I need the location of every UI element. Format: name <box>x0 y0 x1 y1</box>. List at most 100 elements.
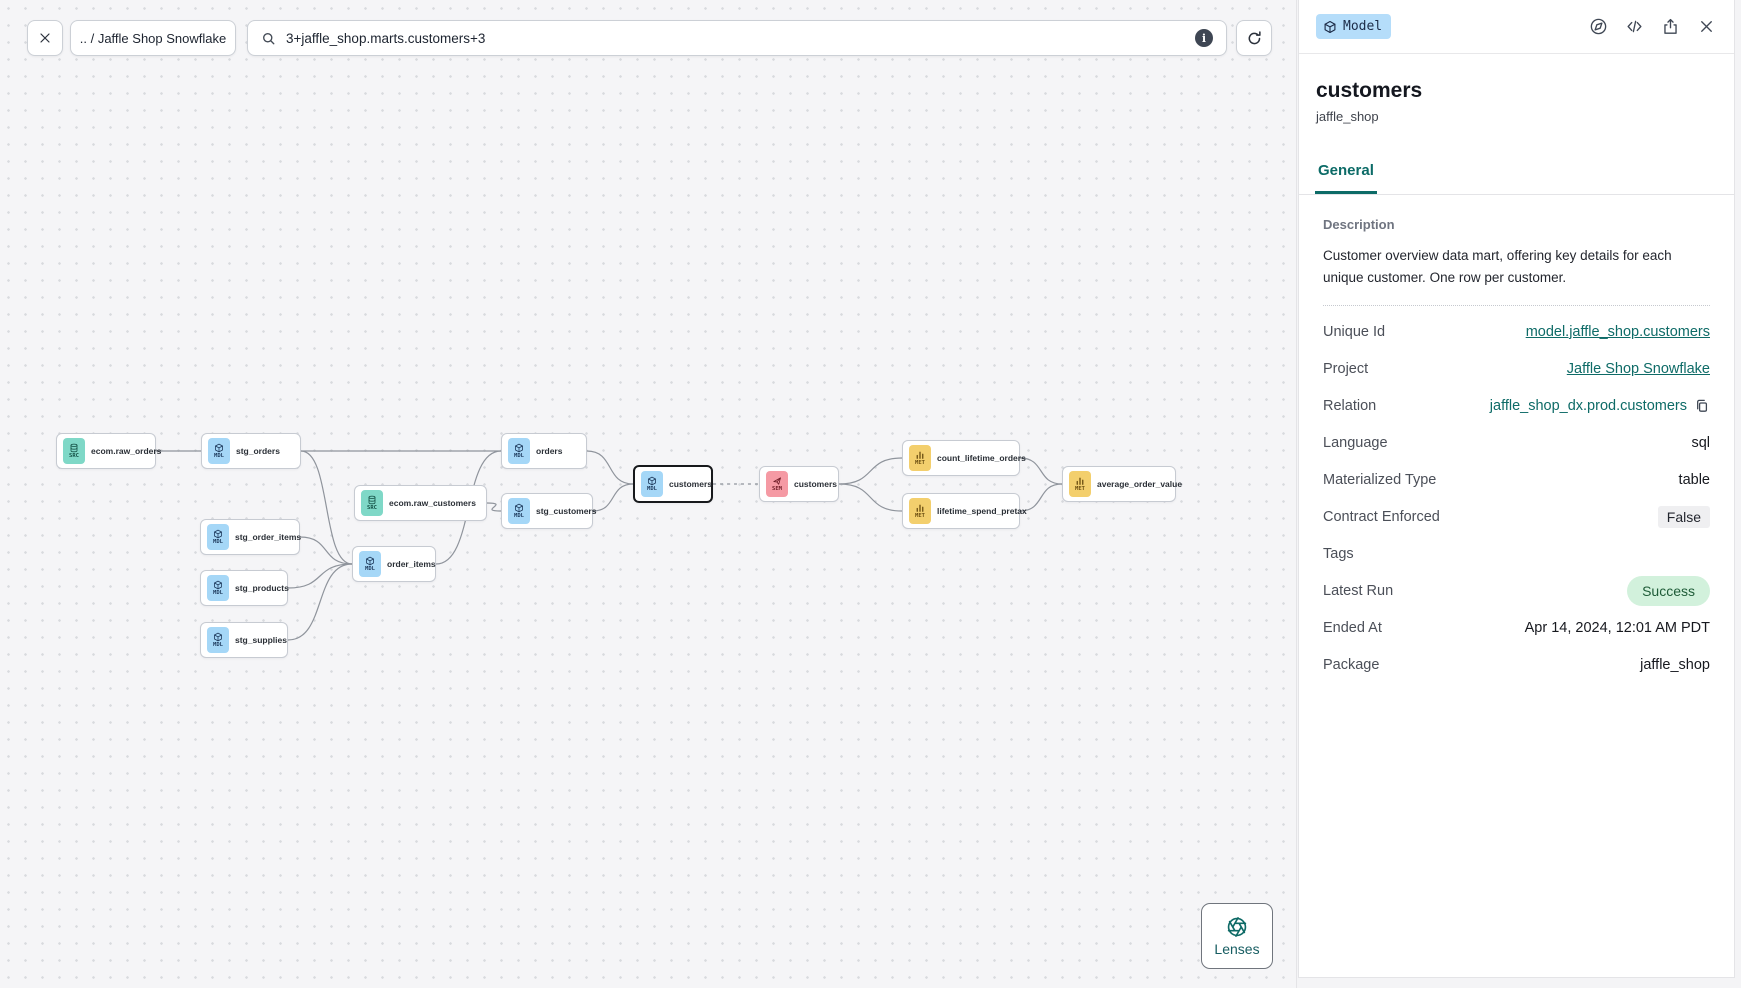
resource-type-label: Model <box>1343 19 1383 34</box>
explore-lineage-button[interactable] <box>1588 16 1609 37</box>
detail-row: Materialized Type table <box>1323 461 1710 498</box>
graph-node-stg_order_items[interactable]: MDL stg_order_items <box>200 519 302 555</box>
copy-button[interactable] <box>1694 398 1710 414</box>
detail-value: jaffle_shop_dx.prod.customers <box>1489 397 1687 414</box>
cube-icon: MDL <box>207 524 229 550</box>
node-label: stg_orders <box>236 446 280 456</box>
cube-icon: MDL <box>207 627 229 653</box>
details-panel: Model customers jaffle_shop General Desc… <box>1298 0 1735 978</box>
close-icon <box>1697 17 1716 36</box>
database-icon: SRC <box>63 438 85 464</box>
detail-label: Unique Id <box>1323 323 1386 340</box>
compass-icon <box>1589 17 1608 36</box>
detail-link[interactable]: Jaffle Shop Snowflake <box>1566 360 1710 377</box>
view-code-button[interactable] <box>1624 16 1645 37</box>
detail-label: Materialized Type <box>1323 471 1437 488</box>
graph-node-stg_supplies[interactable]: MDL stg_supplies <box>200 622 288 658</box>
detail-label: Project <box>1323 360 1369 377</box>
panel-tabs: General <box>1299 151 1734 195</box>
lenses-label: Lenses <box>1214 940 1260 957</box>
metric-icon: MET <box>909 445 931 471</box>
resource-type-badge: Model <box>1316 14 1392 39</box>
close-lineage-button[interactable] <box>27 20 63 56</box>
cube-icon: MDL <box>359 551 381 577</box>
node-label: ecom.raw_orders <box>91 446 162 456</box>
code-icon <box>1625 17 1644 36</box>
detail-row: Relation jaffle_shop_dx.prod.customers <box>1323 387 1710 424</box>
detail-row: Unique Id model.jaffle_shop.customers <box>1323 313 1710 350</box>
tab-general[interactable]: General <box>1315 151 1377 194</box>
page-subtitle: jaffle_shop <box>1316 109 1379 124</box>
breadcrumb[interactable]: .. / Jaffle Shop Snowflake <box>70 20 236 56</box>
detail-label: Relation <box>1323 397 1377 414</box>
semantic-icon: SEM <box>766 471 788 497</box>
lenses-button[interactable]: Lenses <box>1201 903 1273 969</box>
cube-icon: MDL <box>208 438 230 464</box>
status-badge: Success <box>1627 575 1710 606</box>
graph-node-stg_customers[interactable]: MDL stg_customers <box>501 493 597 529</box>
lineage-search-bar[interactable]: i <box>247 20 1227 56</box>
graph-node-stg_products[interactable]: MDL stg_products <box>200 570 289 606</box>
graph-node-average_order_value[interactable]: MET average_order_value <box>1062 466 1182 502</box>
info-icon[interactable]: i <box>1195 29 1213 47</box>
close-icon <box>37 30 53 46</box>
graph-node-count_lifetime_orders[interactable]: MET count_lifetime_orders <box>902 440 1026 476</box>
graph-node-lifetime_spend_pretax[interactable]: MET lifetime_spend_pretax <box>902 493 1027 529</box>
node-label: stg_order_items <box>235 532 302 542</box>
node-label: stg_products <box>235 583 289 593</box>
node-label: average_order_value <box>1097 479 1183 489</box>
lineage-canvas[interactable]: SRC ecom.raw_orders MDL stg_orders SRC e… <box>0 0 1297 988</box>
node-label: orders <box>536 446 563 456</box>
detail-value: table <box>1678 471 1710 488</box>
lineage-edges <box>155 450 1063 641</box>
metric-icon: MET <box>909 498 931 524</box>
graph-node-ecom_raw_customers[interactable]: SRC ecom.raw_customers <box>354 485 487 521</box>
page-title: customers <box>1316 79 1423 102</box>
node-label: count_lifetime_orders <box>937 453 1026 463</box>
graph-node-stg_orders[interactable]: MDL stg_orders <box>201 433 301 469</box>
graph-node-ecom_raw_orders[interactable]: SRC ecom.raw_orders <box>56 433 161 469</box>
search-icon <box>261 31 276 46</box>
node-label: stg_supplies <box>235 635 287 645</box>
detail-value: Apr 14, 2024, 12:01 AM PDT <box>1524 619 1710 636</box>
graph-node-order_items[interactable]: MDL order_items <box>352 546 436 582</box>
detail-row: Project Jaffle Shop Snowflake <box>1323 350 1710 387</box>
detail-row: Tags <box>1323 535 1710 572</box>
graph-node-orders[interactable]: MDL orders <box>501 433 587 469</box>
panel-header: Model <box>1299 0 1734 54</box>
graph-node-customers[interactable]: MDL customers <box>633 465 713 503</box>
detail-label: Language <box>1323 434 1388 451</box>
search-input[interactable] <box>286 30 1185 46</box>
node-label: stg_customers <box>536 506 597 516</box>
node-label: ecom.raw_customers <box>389 498 476 508</box>
cube-icon: MDL <box>508 438 530 464</box>
breadcrumb-label: .. / Jaffle Shop Snowflake <box>79 30 227 46</box>
detail-badge: False <box>1657 505 1710 528</box>
description-text: Customer overview data mart, offering ke… <box>1323 245 1710 307</box>
cube-icon: MDL <box>641 471 663 497</box>
refresh-button[interactable] <box>1236 20 1272 56</box>
detail-row: Contract Enforced False <box>1323 498 1710 535</box>
cube-icon <box>1323 20 1337 34</box>
node-label: lifetime_spend_pretax <box>937 506 1027 516</box>
node-label: customers <box>794 479 837 489</box>
detail-label: Tags <box>1323 545 1354 562</box>
database-icon: SRC <box>361 490 383 516</box>
description-label: Description <box>1323 217 1395 232</box>
close-panel-button[interactable] <box>1696 16 1717 37</box>
detail-label: Contract Enforced <box>1323 508 1440 525</box>
graph-node-customers_sem[interactable]: SEM customers <box>759 466 839 502</box>
detail-value: sql <box>1691 434 1710 451</box>
detail-link[interactable]: model.jaffle_shop.customers <box>1525 323 1710 340</box>
share-icon <box>1661 17 1680 36</box>
copy-icon <box>1694 398 1710 414</box>
detail-value: jaffle_shop <box>1640 656 1710 673</box>
detail-label: Ended At <box>1323 619 1382 636</box>
detail-row: Ended At Apr 14, 2024, 12:01 AM PDT <box>1323 609 1710 646</box>
detail-row: Language sql <box>1323 424 1710 461</box>
share-button[interactable] <box>1660 16 1681 37</box>
aperture-icon <box>1226 916 1248 938</box>
metric-icon: MET <box>1069 471 1091 497</box>
